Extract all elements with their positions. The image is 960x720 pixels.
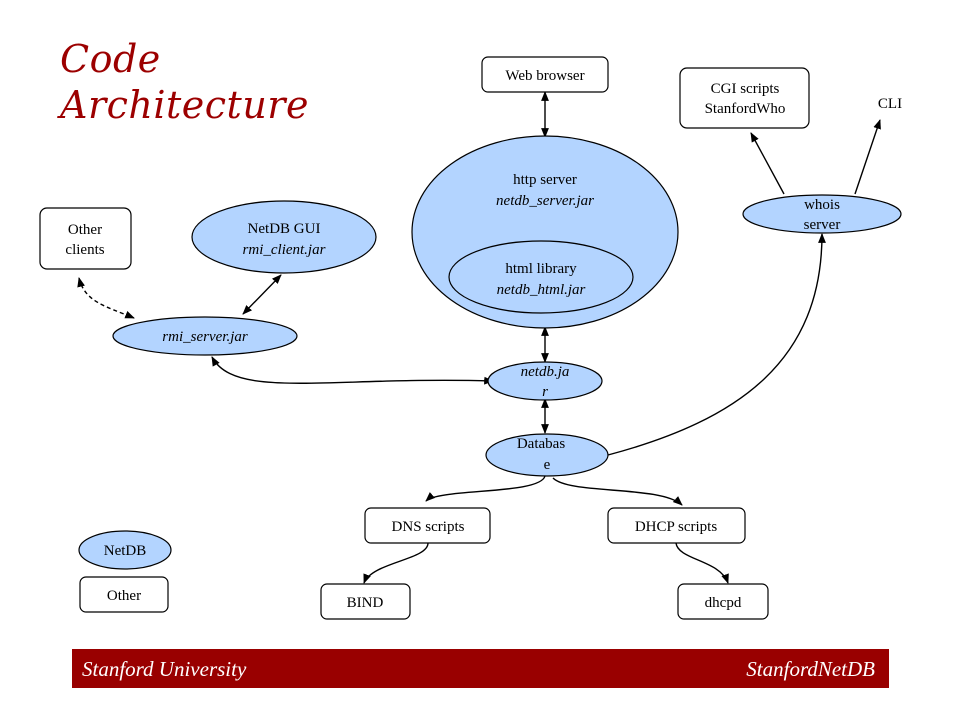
legend: NetDB Other bbox=[78, 530, 172, 613]
node-web-browser: Web browser bbox=[481, 56, 609, 93]
box-dhcp-scripts bbox=[607, 507, 746, 544]
netdb-jar-label-1: netdb.ja bbox=[521, 364, 570, 380]
node-netdb-gui: NetDB GUI rmi_client.jar bbox=[191, 200, 377, 274]
edge-dns-bind bbox=[363, 542, 429, 584]
http-server-label-1: http server bbox=[513, 172, 577, 188]
node-dhcpd: dhcpd bbox=[677, 583, 769, 620]
edge-database-whois bbox=[607, 233, 826, 456]
netdb-gui-label-1: NetDB GUI bbox=[248, 221, 321, 237]
database-label-1: Databas bbox=[517, 436, 565, 452]
dhcp-scripts-label: DHCP scripts bbox=[635, 519, 718, 535]
ellipse-netdb-gui bbox=[191, 200, 377, 274]
footer-bar: Stanford University StanfordNetDB bbox=[72, 649, 889, 688]
legend-other-label: Other bbox=[107, 588, 141, 604]
ellipse-html-library bbox=[448, 240, 634, 314]
http-server-label-2: netdb_server.jar bbox=[496, 193, 594, 209]
legend-netdb-swatch bbox=[78, 530, 172, 570]
edge-whois-cgi bbox=[750, 132, 785, 195]
edge-database-dns bbox=[425, 475, 546, 502]
ellipse-whois-server bbox=[742, 194, 902, 234]
html-library-label-1: html library bbox=[505, 261, 577, 277]
title-line-2: Architecture bbox=[60, 83, 309, 127]
cli-label: CLI bbox=[878, 96, 902, 112]
bind-label: BIND bbox=[347, 595, 384, 611]
whois-server-label-2: server bbox=[804, 217, 841, 233]
footer-left-text: Stanford University bbox=[82, 657, 247, 681]
ellipse-database bbox=[485, 433, 609, 477]
database-label-2: e bbox=[544, 457, 551, 473]
edge-database-dhcp bbox=[552, 477, 683, 506]
slide-title: Code Architecture bbox=[60, 36, 309, 128]
box-cgi-scripts bbox=[679, 67, 810, 129]
node-html-library: html library netdb_html.jar bbox=[448, 240, 634, 314]
node-dns-scripts: DNS scripts bbox=[364, 507, 491, 544]
box-bind bbox=[320, 583, 411, 620]
legend-other-swatch bbox=[79, 576, 169, 613]
legend-netdb-label: NetDB bbox=[104, 543, 147, 559]
dhcpd-label: dhcpd bbox=[705, 595, 742, 611]
box-dns-scripts bbox=[364, 507, 491, 544]
edge-rmiserver-otherclients bbox=[77, 277, 135, 319]
edge-dhcp-dhcpd bbox=[675, 542, 729, 584]
netdb-jar-label-2: r bbox=[542, 384, 548, 400]
node-bind: BIND bbox=[320, 583, 411, 620]
node-cgi-scripts: CGI scripts StanfordWho bbox=[679, 67, 810, 129]
other-clients-label-2: clients bbox=[65, 242, 104, 258]
node-whois-server: whois server bbox=[742, 194, 902, 234]
netdb-gui-label-2: rmi_client.jar bbox=[243, 242, 326, 258]
node-database: Databas e bbox=[485, 433, 609, 477]
box-dhcpd bbox=[677, 583, 769, 620]
box-other-clients bbox=[39, 207, 132, 270]
edge-rmiserver-gui bbox=[242, 274, 282, 315]
cgi-scripts-label-1: CGI scripts bbox=[711, 81, 780, 97]
edge-rmiserver-netdbjar bbox=[211, 356, 494, 385]
connectors bbox=[77, 91, 881, 584]
node-netdb-jar: netdb.ja r bbox=[487, 361, 603, 401]
dns-scripts-label: DNS scripts bbox=[392, 519, 465, 535]
node-dhcp-scripts: DHCP scripts bbox=[607, 507, 746, 544]
title-line-1: Code bbox=[60, 37, 161, 81]
ellipse-netdb-jar bbox=[487, 361, 603, 401]
whois-server-label-1: whois bbox=[804, 197, 840, 213]
other-clients-label-1: Other bbox=[68, 222, 102, 238]
rmi-server-label: rmi_server.jar bbox=[162, 329, 248, 345]
html-library-label-2: netdb_html.jar bbox=[497, 282, 586, 298]
ellipse-rmi-server bbox=[112, 316, 298, 356]
box-web-browser bbox=[481, 56, 609, 93]
cgi-scripts-label-2: StanfordWho bbox=[705, 101, 786, 117]
node-rmi-server: rmi_server.jar bbox=[112, 316, 298, 356]
node-other-clients: Other clients bbox=[39, 207, 132, 270]
edge-whois-cli bbox=[854, 119, 881, 195]
web-browser-label: Web browser bbox=[505, 68, 584, 84]
footer-right-text: StanfordNetDB bbox=[746, 657, 875, 681]
